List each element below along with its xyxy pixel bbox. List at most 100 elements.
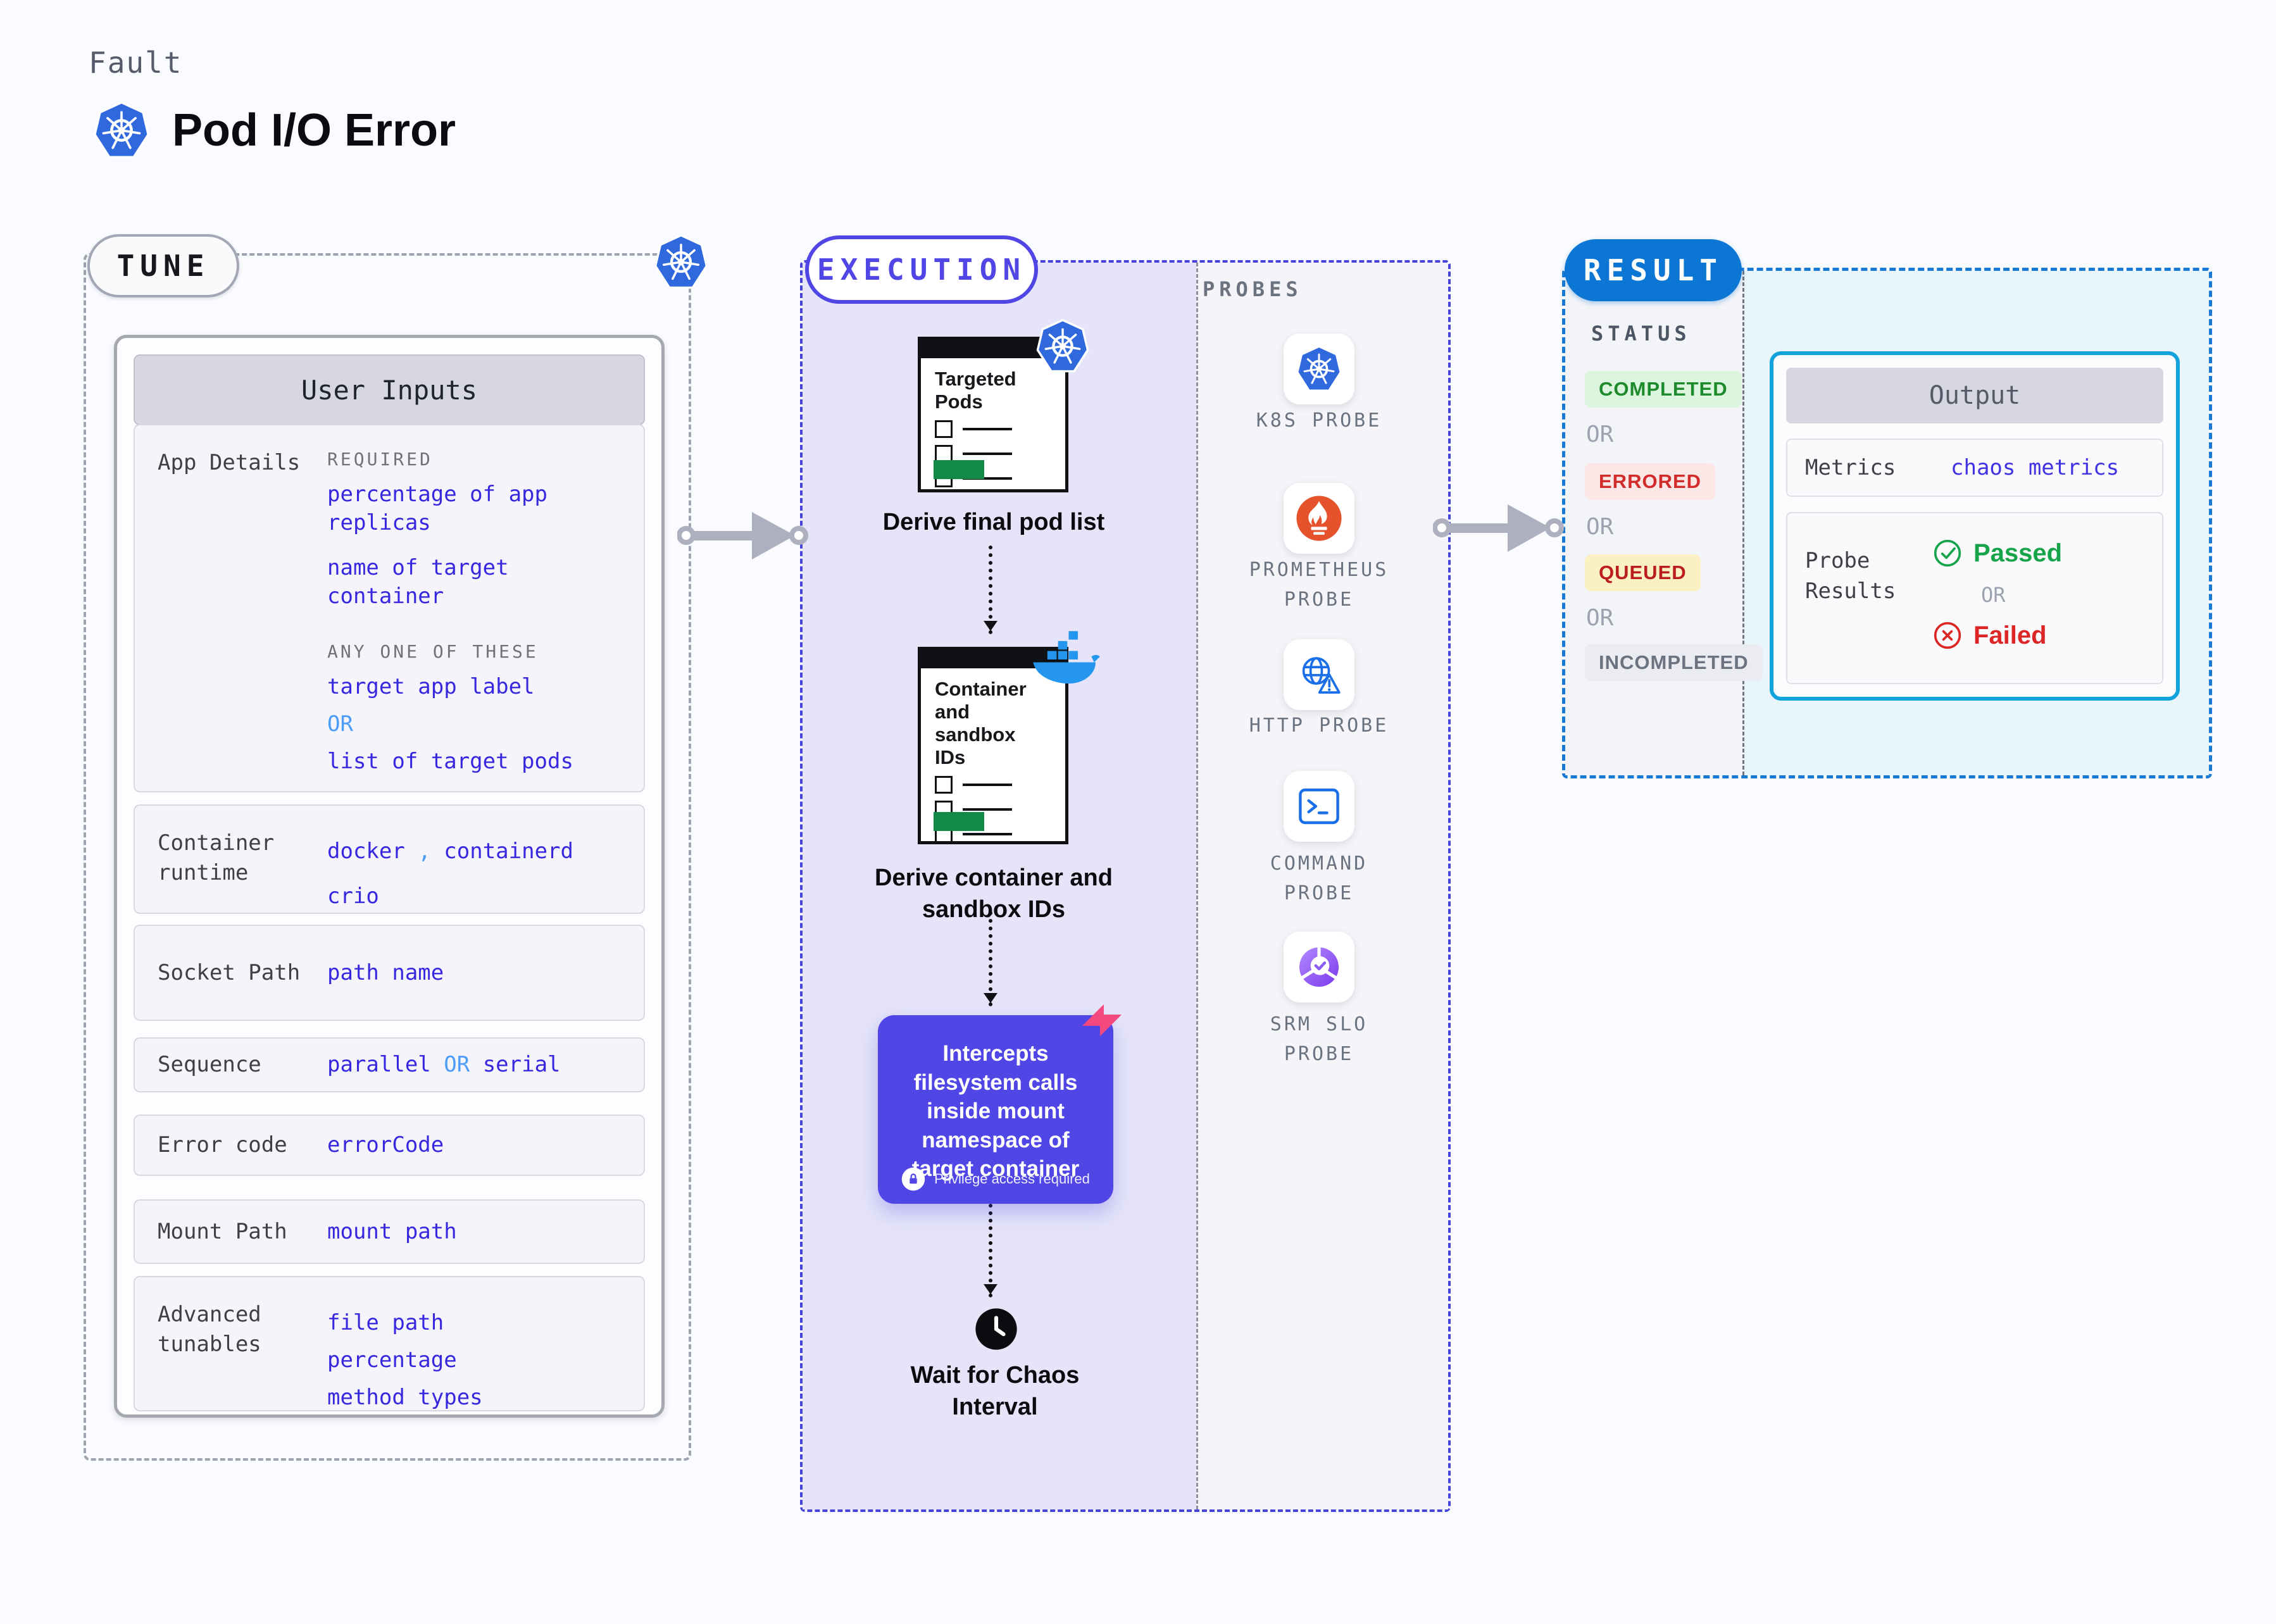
checkbox-line <box>935 775 1065 794</box>
row-label: Socket Path <box>158 959 301 985</box>
app-details-row: App Details REQUIRED percentage of app r… <box>134 424 645 792</box>
sequence-row: Sequence parallel OR serial <box>134 1037 645 1092</box>
privilege-note: Privilege access required <box>878 1167 1113 1191</box>
intercept-step-box: Intercepts filesystem calls inside mount… <box>878 1015 1113 1204</box>
or-separator: OR <box>1586 422 1614 447</box>
input-value: errorCode <box>327 1132 444 1158</box>
or-separator: OR <box>1981 583 2006 607</box>
green-block <box>934 812 984 831</box>
output-panel-header: Output <box>1786 368 2163 423</box>
page-title-row: Pod I/O Error <box>92 101 456 159</box>
kubernetes-icon <box>1296 346 1342 392</box>
probe-results-label: Probe Results <box>1805 548 1896 604</box>
slo-donut-icon <box>1296 944 1342 990</box>
user-inputs-header: User Inputs <box>134 354 645 425</box>
execution-to-result-arrow <box>1433 504 1564 552</box>
checkbox-line <box>935 420 1065 438</box>
input-value: list of target pods <box>327 749 573 775</box>
docker-icon <box>1030 630 1101 689</box>
command-probe-card <box>1284 771 1354 842</box>
or-separator: OR <box>1586 514 1614 540</box>
privilege-note-text: Privilege access required <box>934 1171 1090 1187</box>
error-code-row: Error code errorCode <box>134 1115 645 1176</box>
probe-label: COMMAND PROBE <box>1270 853 1368 904</box>
clock-icon <box>975 1308 1018 1351</box>
metrics-value: chaos metrics <box>1951 455 2120 480</box>
input-value: docker , containerd <box>327 839 573 864</box>
flow-connector <box>984 546 997 634</box>
input-value: serial <box>482 1052 561 1078</box>
metrics-label: Metrics <box>1805 455 1896 480</box>
row-label: Mount Path <box>158 1218 287 1244</box>
passed-text: Passed <box>1973 539 2063 567</box>
execution-section-badge: EXECUTION <box>805 235 1038 304</box>
input-value: name of target container <box>327 554 509 609</box>
status-badge-incompleted: INCOMPLETED <box>1585 644 1763 681</box>
probe-label: HTTP PROBE <box>1249 715 1389 737</box>
check-circle-icon <box>1933 539 1962 568</box>
probe-results-row: Probe Results Passed OR Failed <box>1786 512 2163 684</box>
status-badge-errored: ERRORED <box>1585 463 1716 500</box>
page-title: Pod I/O Error <box>172 105 456 156</box>
flow-connector <box>984 911 997 1006</box>
input-value: file path <box>327 1310 444 1335</box>
chaos-arrow-icon <box>1079 999 1125 1046</box>
row-values: parallel OR serial <box>327 1051 644 1079</box>
kubernetes-icon <box>92 101 151 159</box>
input-value: crio <box>327 883 379 909</box>
kubernetes-icon <box>653 234 709 290</box>
probes-area <box>1196 263 1448 1509</box>
input-value: percentage of app replicas <box>327 481 547 535</box>
or-text: OR <box>327 711 353 737</box>
prometheus-probe-card <box>1284 483 1354 554</box>
targeted-pods-card: Targeted Pods <box>918 337 1068 492</box>
passed-line: Passed <box>1933 539 2162 568</box>
intercept-text: Intercepts filesystem calls inside mount… <box>911 1041 1080 1181</box>
failed-text: Failed <box>1973 621 2047 649</box>
row-values: errorCode <box>327 1131 644 1159</box>
fault-kicker: Fault <box>89 46 183 80</box>
probe-label: PROMETHEUS PROBE <box>1249 559 1389 611</box>
http-globe-icon <box>1296 651 1342 698</box>
probe-results-values: Passed OR Failed <box>1933 513 2162 683</box>
srm-slo-probe-card <box>1284 932 1354 1003</box>
flow-connector <box>984 1204 997 1297</box>
row-label: App Details <box>158 450 301 475</box>
probes-title: PROBES <box>1203 277 1303 301</box>
any-one-caption: ANY ONE OF THESE <box>327 641 539 663</box>
or-separator: OR <box>1586 605 1614 631</box>
advanced-tunables-row: Advanced tunables file path percentage m… <box>134 1276 645 1411</box>
row-values: mount path <box>327 1218 644 1246</box>
input-value: mount path <box>327 1218 457 1244</box>
card-title: Container and sandbox IDs <box>935 678 1027 768</box>
failed-line: Failed <box>1933 621 2162 650</box>
input-value: percentage <box>327 1347 457 1373</box>
checkbox-line <box>935 444 1065 463</box>
row-values: docker , containerd crio <box>327 806 644 913</box>
input-value: target app label <box>327 674 535 700</box>
mount-path-row: Mount Path mount path <box>134 1199 645 1264</box>
row-label: Error code <box>158 1132 287 1158</box>
row-label: Sequence <box>158 1052 261 1078</box>
step-caption: Wait for Chaos Interval <box>910 1362 1080 1421</box>
status-title: STATUS <box>1591 322 1691 346</box>
k8s-probe-card <box>1284 334 1354 404</box>
row-values: REQUIRED percentage of app replicas name… <box>327 425 644 791</box>
http-probe-card <box>1284 639 1354 710</box>
row-values: path name <box>327 959 644 987</box>
lock-icon <box>901 1167 925 1191</box>
step-caption: Derive container and sandbox IDs <box>875 865 1113 923</box>
required-caption: REQUIRED <box>327 449 433 470</box>
card-title: Targeted Pods <box>935 368 1016 413</box>
container-sandbox-ids-card: Container and sandbox IDs <box>918 647 1068 844</box>
input-value: parallel <box>327 1052 431 1078</box>
container-runtime-row: Container runtime docker , containerd cr… <box>134 804 645 914</box>
socket-path-row: Socket Path path name <box>134 925 645 1021</box>
x-circle-icon <box>1933 621 1962 650</box>
result-section-badge: RESULT <box>1565 239 1742 301</box>
user-inputs-card: User Inputs App Details REQUIRED percent… <box>114 335 665 1418</box>
status-column <box>1565 271 1744 775</box>
output-panel: Output Metrics chaos metrics Probe Resul… <box>1770 351 2180 701</box>
status-badge-completed: COMPLETED <box>1585 371 1742 408</box>
